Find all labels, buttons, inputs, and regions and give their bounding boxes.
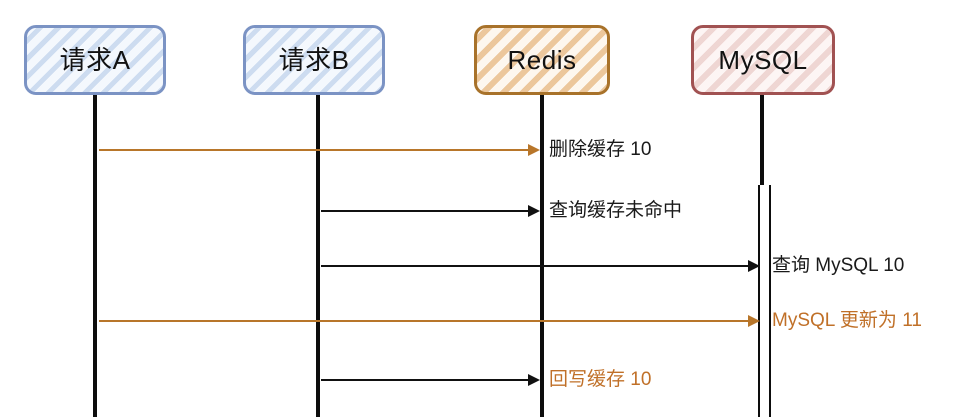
participant-box-reqB[interactable]: 请求B bbox=[243, 25, 385, 95]
message-line-3 bbox=[321, 265, 751, 267]
lifeline-reqB bbox=[316, 95, 320, 417]
message-arrowhead-1 bbox=[528, 144, 540, 156]
message-line-2 bbox=[321, 210, 531, 212]
message-label-4: MySQL 更新为 11 bbox=[772, 310, 922, 331]
lifeline-redis bbox=[540, 95, 544, 417]
message-line-5 bbox=[321, 379, 531, 381]
message-line-4 bbox=[99, 320, 751, 322]
message-arrowhead-2 bbox=[528, 205, 540, 217]
message-label-1: 删除缓存 10 bbox=[549, 139, 652, 160]
participant-label-reqA: 请求A bbox=[59, 45, 131, 75]
message-label-2: 查询缓存未命中 bbox=[549, 200, 683, 221]
participant-label-redis: Redis bbox=[507, 45, 577, 75]
activation-bar-mysql bbox=[758, 185, 771, 417]
participant-label-reqB: 请求B bbox=[278, 45, 350, 75]
message-label-5: 回写缓存 10 bbox=[549, 369, 652, 390]
lifeline-reqA bbox=[93, 95, 97, 417]
message-label-3: 查询 MySQL 10 bbox=[772, 255, 905, 276]
message-arrowhead-4 bbox=[748, 315, 760, 327]
message-arrowhead-5 bbox=[528, 374, 540, 386]
message-line-1 bbox=[99, 149, 531, 151]
message-arrowhead-3 bbox=[748, 260, 760, 272]
participant-box-redis[interactable]: Redis bbox=[474, 25, 610, 95]
participant-box-reqA[interactable]: 请求A bbox=[24, 25, 166, 95]
participant-label-mysql: MySQL bbox=[718, 45, 808, 75]
participant-box-mysql[interactable]: MySQL bbox=[691, 25, 835, 95]
